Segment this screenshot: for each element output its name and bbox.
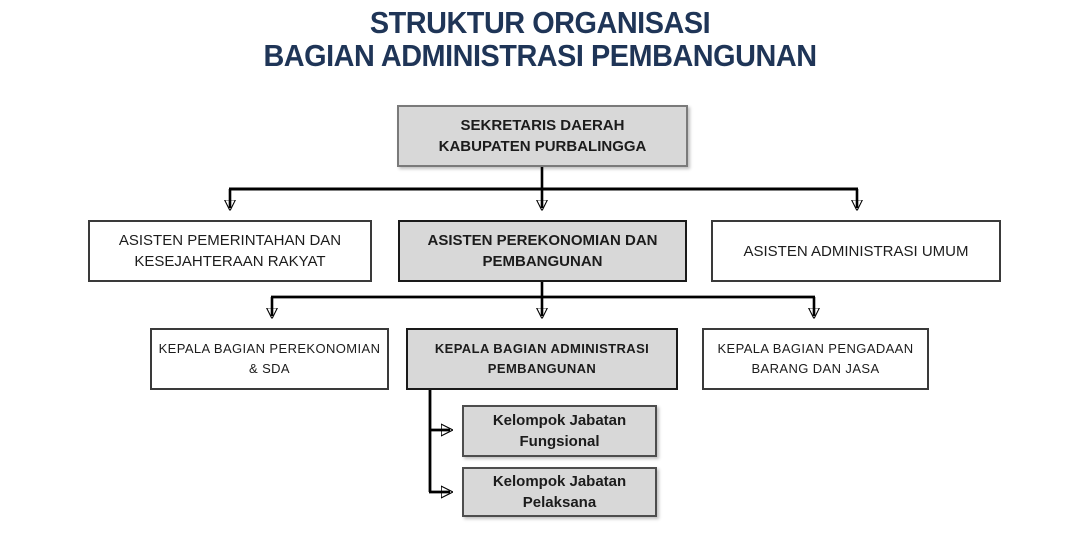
node-kepala-pengadaan-barang-jasa: KEPALA BAGIAN PENGADAAN BARANG DAN JASA — [702, 328, 929, 390]
node-kepala-administrasi-pembangunan: KEPALA BAGIAN ADMINISTRASI PEMBANGUNAN — [406, 328, 678, 390]
node-kelompok-jabatan-pelaksana: Kelompok Jabatan Pelaksana — [462, 467, 657, 517]
page-title-line2: BAGIAN ADMINISTRASI PEMBANGUNAN — [263, 38, 817, 73]
node-kepala-perekonomian-sda: KEPALA BAGIAN PEREKONOMIAN & SDA — [150, 328, 389, 390]
node-asisten-perekonomian: ASISTEN PEREKONOMIAN DAN PEMBANGUNAN — [398, 220, 687, 282]
node-kelompok-jabatan-fungsional: Kelompok Jabatan Fungsional — [462, 405, 657, 457]
page-title: STRUKTUR ORGANISASI BAGIAN ADMINISTRASI … — [38, 6, 1042, 72]
page-title-line1: STRUKTUR ORGANISASI — [369, 5, 711, 40]
node-asisten-administrasi-umum: ASISTEN ADMINISTRASI UMUM — [711, 220, 1001, 282]
node-sekretaris-daerah: SEKRETARIS DAERAH KABUPATEN PURBALINGGA — [397, 105, 688, 167]
node-asisten-pemerintahan: ASISTEN PEMERINTAHAN DAN KESEJAHTERAAN R… — [88, 220, 372, 282]
